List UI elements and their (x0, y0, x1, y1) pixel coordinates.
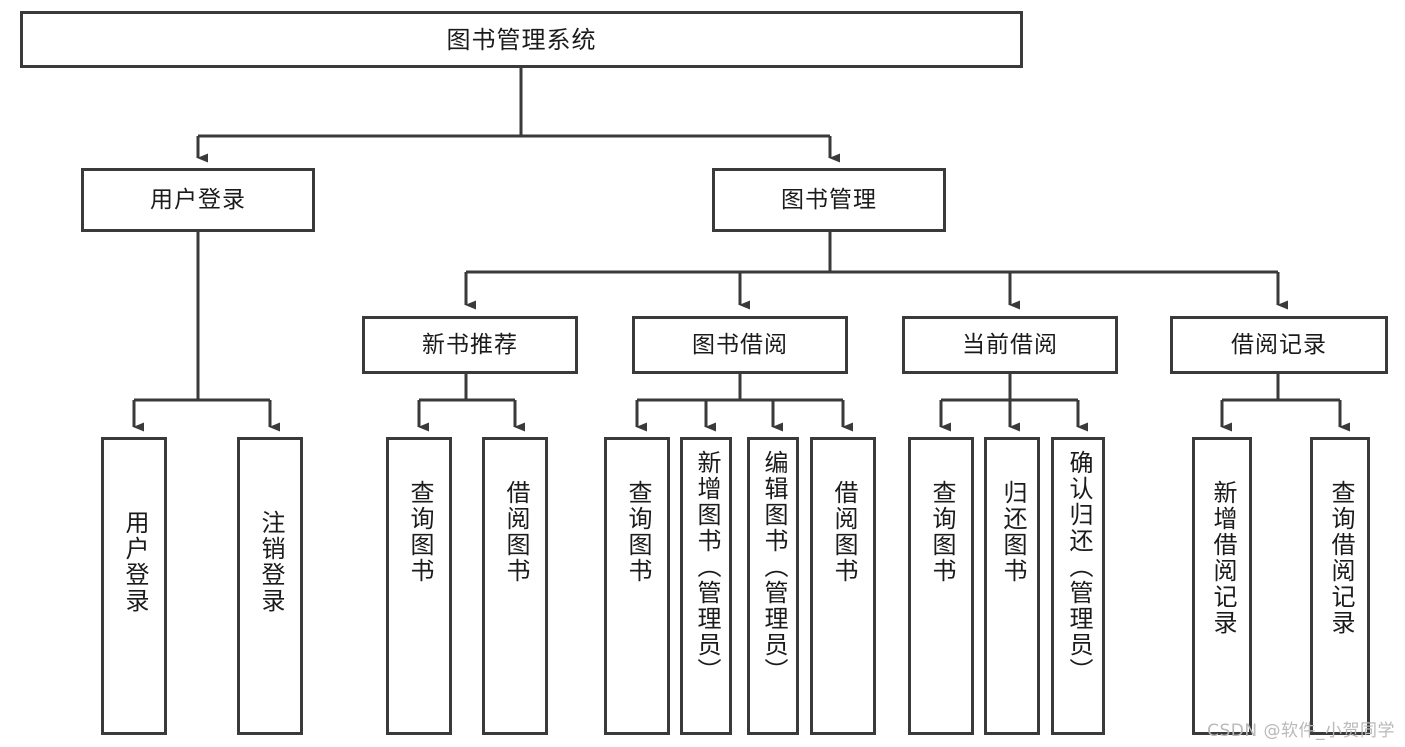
node-label: 确认归还（管理员） (1064, 450, 1093, 684)
node-label: 当前借阅 (962, 331, 1058, 358)
node-label: 查询借阅记录 (1326, 480, 1355, 636)
node-label: 借阅记录 (1231, 331, 1327, 358)
node-label: 新增借阅记录 (1208, 480, 1237, 636)
leaf-current-confirm-return-admin[interactable]: 确认归还（管理员） (1051, 437, 1105, 735)
leaf-borrow-add-book-admin[interactable]: 新增图书（管理员） (680, 437, 732, 735)
node-book-management[interactable]: 图书管理 (712, 168, 946, 232)
node-label: 查询图书 (927, 480, 956, 584)
csdn-watermark: CSDN @软件_小贺同学 (1207, 721, 1395, 741)
node-label: 图书管理系统 (446, 25, 597, 54)
leaf-recommend-query-book[interactable]: 查询图书 (386, 437, 452, 735)
node-label: 归还图书 (998, 480, 1027, 584)
node-label: 注销登录 (256, 510, 285, 614)
leaf-record-add-borrow-record[interactable]: 新增借阅记录 (1192, 437, 1252, 735)
node-book-borrow[interactable]: 图书借阅 (632, 316, 848, 374)
node-label: 编辑图书（管理员） (759, 450, 788, 684)
node-label: 新书推荐 (422, 331, 518, 358)
node-user-login[interactable]: 用户登录 (81, 168, 315, 232)
leaf-current-return-book[interactable]: 归还图书 (984, 437, 1040, 735)
leaf-borrow-borrow-book[interactable]: 借阅图书 (810, 437, 876, 735)
node-current-borrow[interactable]: 当前借阅 (902, 316, 1118, 374)
node-borrow-records[interactable]: 借阅记录 (1170, 316, 1388, 374)
node-label: 图书管理 (781, 186, 877, 213)
node-label: 借阅图书 (501, 480, 530, 584)
node-label: 用户登录 (120, 510, 149, 614)
leaf-recommend-borrow-book[interactable]: 借阅图书 (482, 437, 548, 735)
node-root-system[interactable]: 图书管理系统 (20, 11, 1023, 68)
leaf-user-login[interactable]: 用户登录 (101, 437, 167, 735)
leaf-record-query-borrow-record[interactable]: 查询借阅记录 (1310, 437, 1370, 735)
node-label: 查询图书 (405, 480, 434, 584)
node-label: 借阅图书 (829, 480, 858, 584)
node-label: 用户登录 (150, 186, 246, 213)
node-label: 图书借阅 (692, 331, 788, 358)
node-label: 查询图书 (623, 480, 652, 584)
node-label: 新增图书（管理员） (692, 450, 721, 684)
leaf-user-logout[interactable]: 注销登录 (237, 437, 303, 735)
leaf-borrow-edit-book-admin[interactable]: 编辑图书（管理员） (747, 437, 799, 735)
leaf-current-query-book[interactable]: 查询图书 (908, 437, 974, 735)
node-new-book-recommend[interactable]: 新书推荐 (362, 316, 578, 374)
leaf-borrow-query-book[interactable]: 查询图书 (604, 437, 670, 735)
